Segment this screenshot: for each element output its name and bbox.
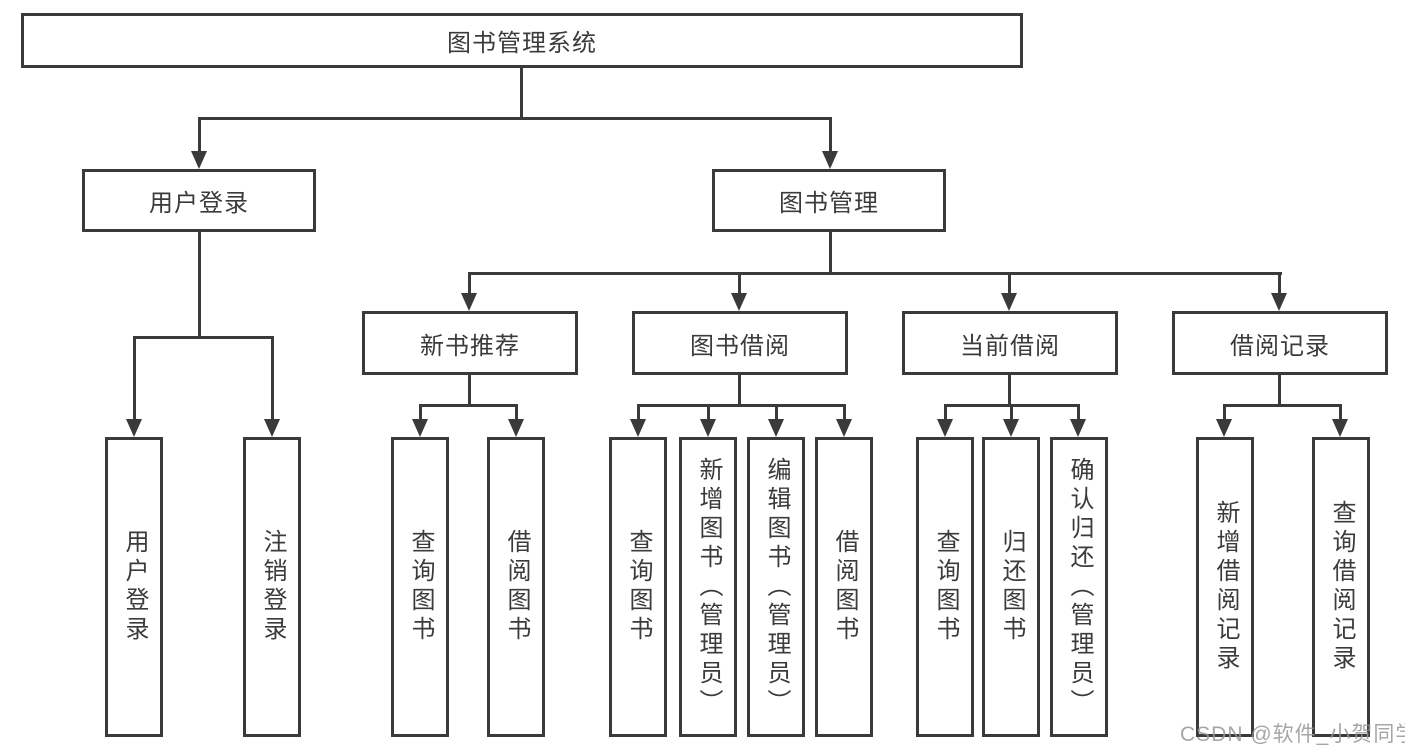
arrow-down-icon <box>191 151 207 169</box>
connector-line <box>738 272 741 295</box>
connector-line <box>1077 404 1080 421</box>
leaf-current-query: 查询图书 <box>916 437 974 737</box>
connector-line <box>637 404 846 407</box>
node-new-book-recommend: 新书推荐 <box>362 311 578 375</box>
node-root: 图书管理系统 <box>21 13 1023 68</box>
leaf-borrow-edit-admin: 编辑图书（管理员） <box>747 437 805 737</box>
node-book-management-label: 图书管理 <box>779 190 879 217</box>
leaf-borrow-query-label: 查询图书 <box>625 529 652 645</box>
leaf-current-confirm-admin-label: 确认归还（管理员） <box>1066 456 1093 718</box>
connector-line <box>1278 375 1281 407</box>
node-borrow-records-label: 借阅记录 <box>1230 332 1330 360</box>
leaf-borrow-book-label: 借阅图书 <box>831 529 858 645</box>
connector-line <box>707 404 710 421</box>
leaf-borrow-book: 借阅图书 <box>815 437 873 737</box>
leaf-records-add: 新增借阅记录 <box>1196 437 1254 737</box>
arrow-down-icon <box>1216 419 1232 437</box>
arrow-down-icon <box>1003 419 1019 437</box>
leaf-borrow-add-admin-label: 新增图书（管理员） <box>695 456 722 718</box>
connector-line <box>829 117 832 153</box>
connector-line <box>271 336 274 421</box>
arrow-down-icon <box>126 419 142 437</box>
connector-line <box>1278 272 1281 295</box>
arrow-down-icon <box>768 419 784 437</box>
arrow-down-icon <box>731 293 747 311</box>
leaf-user-login-label: 用户登录 <box>121 529 148 645</box>
connector-line <box>133 336 136 421</box>
node-root-label: 图书管理系统 <box>447 30 597 57</box>
connector-line <box>419 404 518 407</box>
connector-line <box>468 272 471 295</box>
node-book-borrow-label: 图书借阅 <box>690 332 790 360</box>
connector-line <box>843 404 846 421</box>
connector-line <box>133 336 274 339</box>
arrow-down-icon <box>264 419 280 437</box>
leaf-borrow-add-admin: 新增图书（管理员） <box>679 437 737 737</box>
leaf-current-confirm-admin: 确认归还（管理员） <box>1050 437 1108 737</box>
arrow-down-icon <box>1001 293 1017 311</box>
leaf-user-login: 用户登录 <box>105 437 163 737</box>
connector-line <box>419 404 422 421</box>
arrow-down-icon <box>822 151 838 169</box>
leaf-logout-label: 注销登录 <box>259 529 286 645</box>
connector-line <box>1008 272 1011 295</box>
connector-line <box>520 68 523 119</box>
arrow-down-icon <box>1332 419 1348 437</box>
arrow-down-icon <box>836 419 852 437</box>
connector-line <box>1339 404 1342 421</box>
arrow-down-icon <box>700 419 716 437</box>
leaf-records-query: 查询借阅记录 <box>1312 437 1370 737</box>
connector-line <box>944 404 947 421</box>
node-book-borrow: 图书借阅 <box>632 311 848 375</box>
arrow-down-icon <box>1070 419 1086 437</box>
connector-line <box>738 375 741 407</box>
connector-line <box>468 375 471 407</box>
connector-line <box>198 117 201 153</box>
node-current-borrow-label: 当前借阅 <box>960 332 1060 360</box>
leaf-current-return: 归还图书 <box>982 437 1040 737</box>
leaf-newbook-query: 查询图书 <box>391 437 449 737</box>
node-user-login: 用户登录 <box>82 169 316 232</box>
leaf-newbook-borrow-label: 借阅图书 <box>503 529 530 645</box>
leaf-borrow-query: 查询图书 <box>609 437 667 737</box>
connector-line <box>1008 375 1011 407</box>
leaf-current-query-label: 查询图书 <box>932 529 959 645</box>
node-book-management: 图书管理 <box>712 169 946 232</box>
arrow-down-icon <box>412 419 428 437</box>
connector-line <box>1223 404 1341 407</box>
leaf-newbook-query-label: 查询图书 <box>407 529 434 645</box>
leaf-newbook-borrow: 借阅图书 <box>487 437 545 737</box>
node-new-book-recommend-label: 新书推荐 <box>420 332 520 360</box>
node-user-login-label: 用户登录 <box>149 190 249 217</box>
connector-line <box>829 232 832 275</box>
connector-line <box>198 117 832 120</box>
node-current-borrow: 当前借阅 <box>902 311 1118 375</box>
connector-line <box>198 232 201 339</box>
connector-line <box>468 272 1282 275</box>
arrow-down-icon <box>508 419 524 437</box>
leaf-records-add-label: 新增借阅记录 <box>1212 500 1239 674</box>
connector-line <box>515 404 518 421</box>
connector-line <box>775 404 778 421</box>
connector-line <box>1010 404 1013 421</box>
leaf-records-query-label: 查询借阅记录 <box>1328 500 1355 674</box>
arrow-down-icon <box>937 419 953 437</box>
arrow-down-icon <box>1271 293 1287 311</box>
leaf-borrow-edit-admin-label: 编辑图书（管理员） <box>763 456 790 718</box>
node-borrow-records: 借阅记录 <box>1172 311 1388 375</box>
leaf-current-return-label: 归还图书 <box>998 529 1025 645</box>
arrow-down-icon <box>630 419 646 437</box>
connector-line <box>1223 404 1226 421</box>
leaf-logout: 注销登录 <box>243 437 301 737</box>
csdn-watermark: CSDN @软件_小贺同学 <box>1180 723 1405 746</box>
arrow-down-icon <box>461 293 477 311</box>
connector-line <box>637 404 640 421</box>
